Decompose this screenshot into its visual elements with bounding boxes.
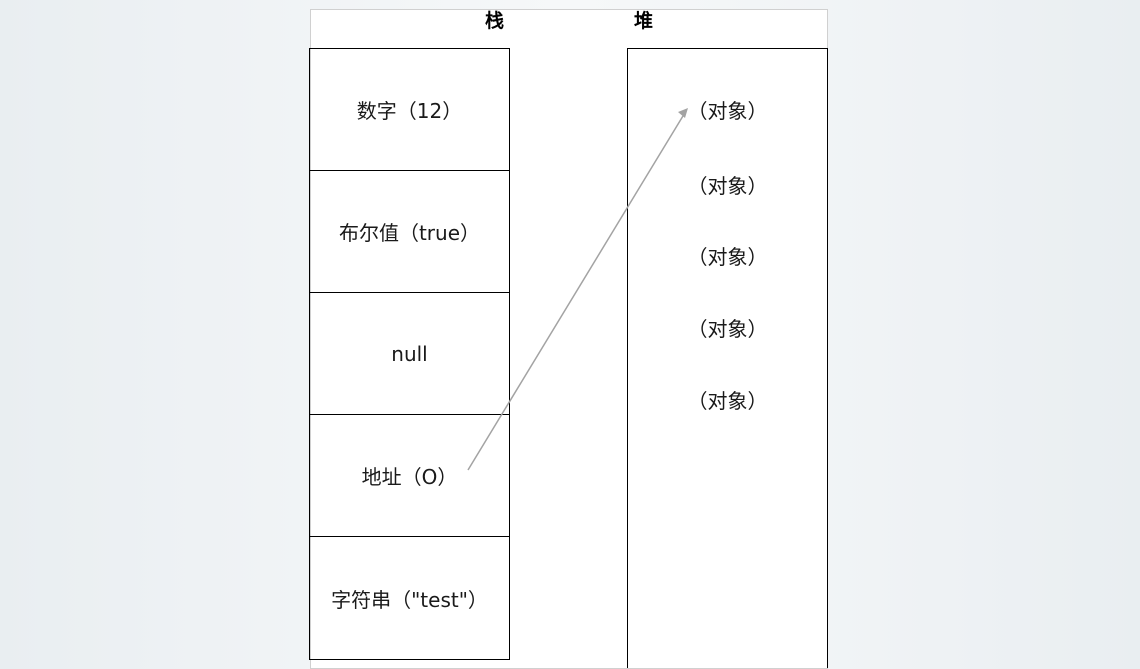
stack-cell-number: 数字（12） <box>310 49 509 171</box>
stack-cell-string: 字符串（"test"） <box>310 537 509 660</box>
heap-title: 堆 <box>634 10 654 32</box>
heap-column: （对象） （对象） （对象） （对象） （对象） <box>627 48 828 668</box>
stack-title: 栈 <box>485 10 505 32</box>
heap-object-4: （对象） <box>687 317 768 341</box>
heap-object-5: （对象） <box>687 389 768 413</box>
stack-cell-address: 地址（O） <box>310 415 509 537</box>
stack-cell-boolean: 布尔值（true） <box>310 171 509 293</box>
heap-object-2: （对象） <box>687 174 768 198</box>
stack-column: 数字（12） 布尔值（true） null 地址（O） 字符串（"test"） <box>309 48 510 660</box>
heap-object-3: （对象） <box>687 245 768 269</box>
stack-cell-null: null <box>310 293 509 415</box>
heap-object-1: （对象） <box>687 99 768 123</box>
